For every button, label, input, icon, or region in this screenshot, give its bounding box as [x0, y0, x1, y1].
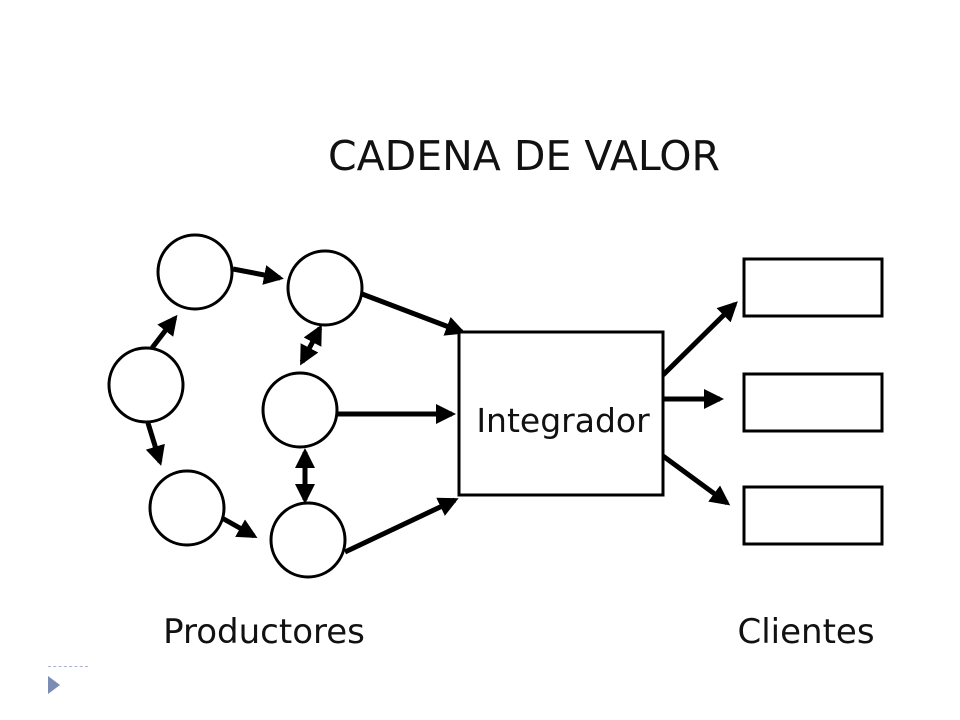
clients-label: Clientes [737, 612, 874, 652]
client-box [742, 485, 884, 546]
arrow [343, 497, 459, 555]
producer-node [269, 501, 347, 579]
arrow [232, 265, 284, 285]
arrow [220, 515, 258, 539]
arrow [145, 422, 165, 466]
producer-node [261, 371, 339, 449]
producer-node [156, 233, 234, 311]
diagram-title: CADENA DE VALOR [328, 132, 720, 180]
integrator-box [457, 330, 665, 497]
triangle-bullet-icon [48, 676, 60, 694]
integrator-label: Integrador [476, 401, 650, 440]
arrow [661, 301, 738, 377]
producers-label: Productores [163, 612, 365, 652]
slide-divider [48, 666, 88, 667]
client-box [742, 257, 884, 318]
arrow [661, 453, 731, 506]
arrow [361, 291, 466, 336]
double-arrow [299, 324, 323, 366]
producer-node [286, 249, 364, 327]
producer-node [107, 346, 185, 424]
client-box [742, 372, 884, 433]
arrow [150, 314, 178, 350]
producer-node [148, 469, 226, 547]
